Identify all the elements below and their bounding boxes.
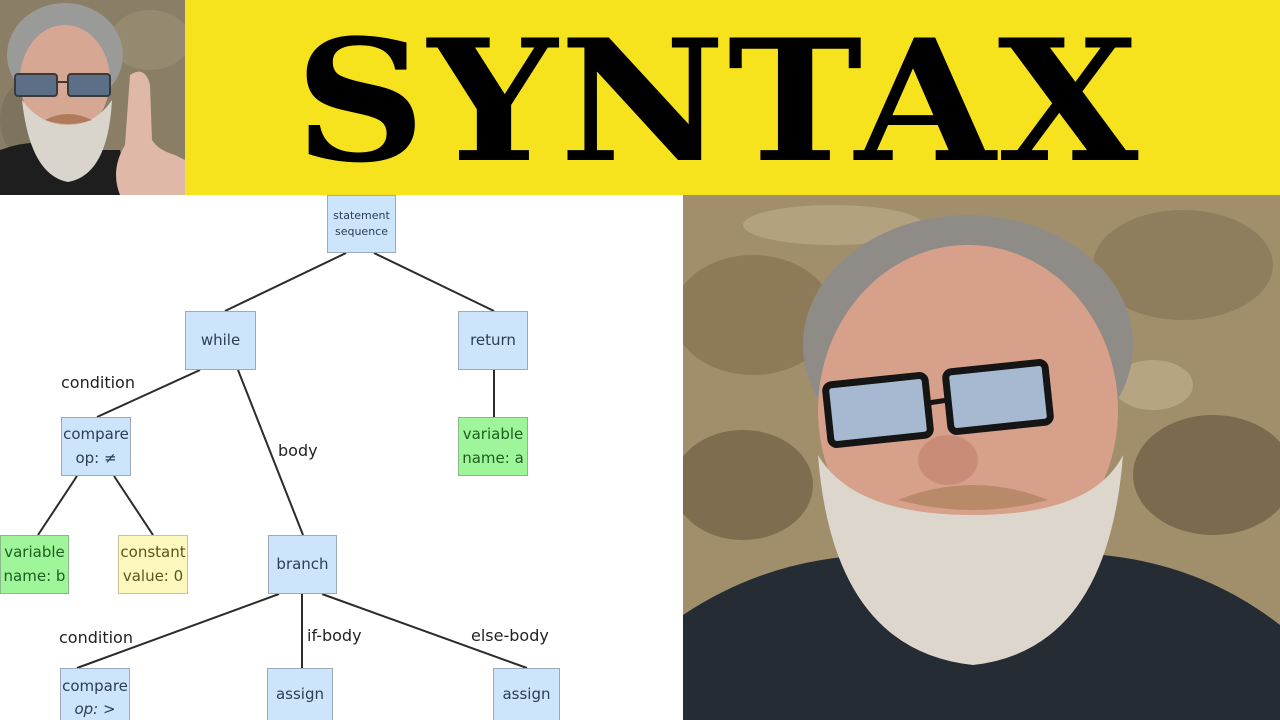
node-label: return <box>470 330 516 349</box>
node-constant-0: constant value: 0 <box>118 535 188 594</box>
node-label: compare <box>62 677 128 695</box>
banner-title: SYNTAX <box>294 1 1141 200</box>
node-assign-if: assign <box>267 668 333 720</box>
node-label: branch <box>276 554 329 573</box>
title-banner: SYNTAX <box>185 0 1280 195</box>
node-label: name: b <box>3 566 66 585</box>
edge-label-body: body <box>278 441 318 460</box>
edge-label-else-body: else-body <box>471 626 549 645</box>
presenter-thumbnail-photo <box>0 0 185 195</box>
node-branch: branch <box>268 535 337 594</box>
node-variable-a: variable name: a <box>458 417 528 476</box>
node-compare-greater: compare op: > <box>60 668 130 720</box>
node-label: assign <box>275 685 325 703</box>
edge-label-condition: condition <box>61 373 135 392</box>
node-label: op: ≠ <box>75 448 117 467</box>
tree-edges <box>37 252 528 669</box>
edge-label-if-body: if-body <box>307 626 362 645</box>
node-return: return <box>458 311 528 370</box>
node-label: value: 0 <box>122 566 184 585</box>
edge-label-condition: condition <box>59 628 133 647</box>
node-label: compare <box>63 425 129 444</box>
node-label: while <box>200 330 241 349</box>
node-label: name: a <box>462 448 524 467</box>
node-compare-not-equal: compare op: ≠ <box>61 417 131 476</box>
node-statement-sequence: statement sequence <box>327 195 396 253</box>
node-label: variable <box>4 543 65 562</box>
node-label: constant <box>120 543 186 562</box>
node-variable-b: variable name: b <box>0 535 69 594</box>
node-while: while <box>185 311 256 370</box>
node-label: op: > <box>74 700 116 719</box>
presenter-thumbs-up-illustration <box>0 0 185 195</box>
presenter-portrait-illustration <box>683 195 1280 720</box>
presenter-main-photo <box>683 195 1280 720</box>
node-label: sequence <box>334 225 388 238</box>
syntax-tree-diagram: statement sequence while return compare … <box>0 195 683 720</box>
node-label: assign <box>502 685 551 703</box>
node-label: statement <box>333 209 390 223</box>
node-assign-else: assign <box>493 668 560 720</box>
node-label: variable <box>462 425 524 444</box>
